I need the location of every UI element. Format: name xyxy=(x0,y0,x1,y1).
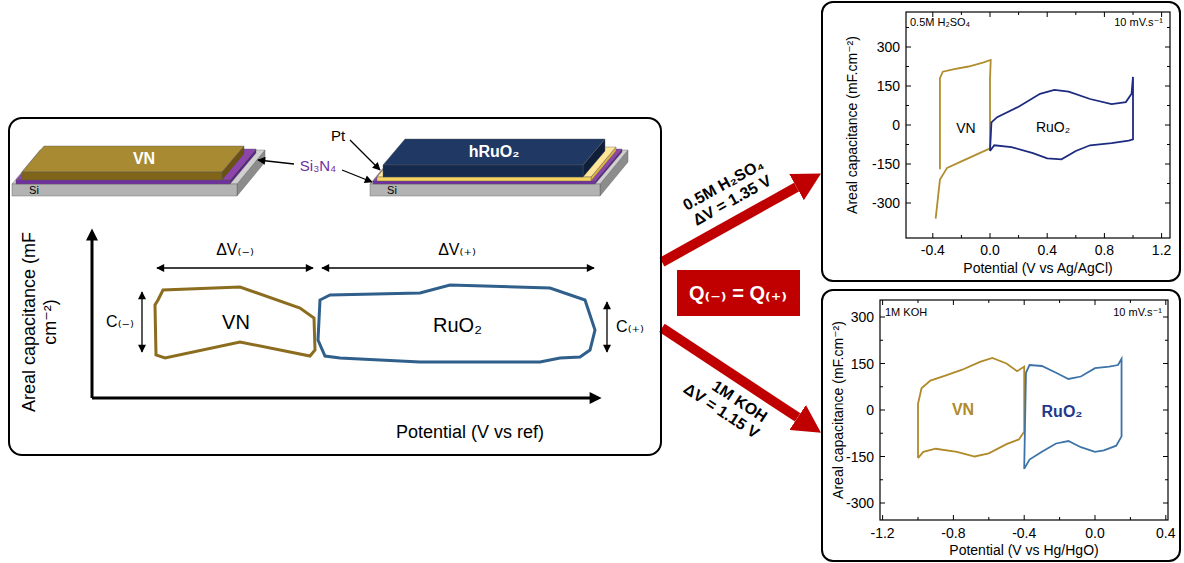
curve-label: VN xyxy=(952,401,974,419)
si-substrate xyxy=(12,184,237,196)
axis-title: Potential (V vs Ag/AgCl) xyxy=(963,260,1112,276)
axis-title: Areal capacitance (mF.cm⁻²) xyxy=(844,36,860,214)
si-substrate xyxy=(370,184,600,196)
tick-label: -1.2 xyxy=(871,525,895,541)
dimension-arrow xyxy=(322,267,594,268)
dimension-arrow xyxy=(141,292,142,352)
node-label: hRuO₂ xyxy=(469,143,520,161)
node-label: RuO₂ xyxy=(433,314,482,337)
dimension-label: C₍₋₎ xyxy=(106,313,134,331)
cv-shape xyxy=(155,287,315,358)
film-layer: VN xyxy=(104,148,184,170)
cv-curve xyxy=(1024,359,1121,469)
plot-frame xyxy=(906,12,1170,238)
layer-label: Si₃N₄ xyxy=(300,157,336,174)
dimension-label: C₍₊₎ xyxy=(616,318,644,336)
ruo2-film xyxy=(383,139,605,165)
tick-label: 300 xyxy=(851,309,874,325)
node-label: VN xyxy=(133,150,155,168)
scan-rate-label: 10 mV.s⁻¹ xyxy=(1113,306,1162,319)
tick-label: -150 xyxy=(872,156,900,172)
plot-panel: 0.5M H₂SO₄ 10 mV.s⁻¹ xyxy=(821,1,1181,282)
tick-label: 0 xyxy=(866,402,874,418)
cv-region: RuO₂ xyxy=(330,296,585,354)
tick-label: -0.4 xyxy=(921,242,945,258)
tick-label: 1.2 xyxy=(1152,242,1171,258)
tick-marks xyxy=(880,300,1168,520)
dimension-label: ΔV₍₊₎ xyxy=(438,241,476,259)
tick-label: -300 xyxy=(872,195,900,211)
electrolyte-label: 0.5M H₂SO₄ xyxy=(910,16,970,29)
balance-box: Q₍₋₎ = Q₍₊₎ xyxy=(677,270,800,316)
tick-label: 150 xyxy=(851,355,874,371)
edge-label: 1M KOH ΔV = 1.15 V xyxy=(674,361,778,447)
tick-label: 0.4 xyxy=(1156,525,1175,541)
plot-frame xyxy=(880,300,1168,520)
tick-label: -0.4 xyxy=(1012,525,1036,541)
vn-film xyxy=(22,172,222,180)
axis-title: Areal capacitance (mF.cm⁻²) xyxy=(830,321,846,499)
leader-line xyxy=(350,140,380,170)
curve-label: VN xyxy=(956,120,975,136)
scan-rate-label: 10 mV.s⁻¹ xyxy=(1114,16,1163,29)
tick-label: -150 xyxy=(846,448,874,464)
layer-label: Pt xyxy=(331,127,345,144)
tick-label: 0.0 xyxy=(1085,525,1104,541)
cv-shape xyxy=(318,285,595,362)
axis-title: Potential (V vs Hg/HgO) xyxy=(949,542,1098,558)
cv-region: VN xyxy=(160,292,312,352)
dimension-label: ΔV₍₋₎ xyxy=(216,241,254,259)
tick-label: -0.8 xyxy=(941,525,965,541)
cv-curve xyxy=(936,60,991,219)
tick-label: 300 xyxy=(877,39,900,55)
curve-label: RuO₂ xyxy=(1042,403,1083,421)
pt-layer xyxy=(377,177,591,181)
node-label: Q₍₋₎ = Q₍₊₎ xyxy=(689,282,787,305)
axis-title: Potential (V vs ref) xyxy=(396,422,544,443)
dimension-arrow xyxy=(157,267,313,268)
axis-title: Areal capacitance (mF cm⁻²) xyxy=(19,217,60,427)
ruo2-film xyxy=(383,165,583,177)
electrolyte-label: 1M KOH xyxy=(885,306,927,319)
leader-line xyxy=(258,160,294,164)
curve-label: RuO₂ xyxy=(1036,119,1070,135)
cv-curve xyxy=(990,77,1133,159)
si3n4-layer xyxy=(16,180,230,184)
si3n4-layer xyxy=(373,181,595,184)
tick-label: 0 xyxy=(892,117,900,133)
axis-arrow xyxy=(92,397,598,400)
plot-panel: 1M KOH 10 mV.s⁻¹ xyxy=(821,289,1181,562)
tick-label: 0.4 xyxy=(1037,242,1056,258)
layer-label: Si xyxy=(29,184,39,197)
layer-label: Si xyxy=(387,184,397,197)
vn-film xyxy=(22,146,244,172)
film-layer: hRuO₂ xyxy=(444,141,544,163)
leader-line xyxy=(342,170,372,182)
axis-arrow xyxy=(91,232,94,398)
tick-label: 150 xyxy=(877,78,900,94)
tick-label: -300 xyxy=(846,495,874,511)
edge-label: 0.5M H₂SO₄ ΔV = 1.35 V xyxy=(675,153,780,234)
node-label: VN xyxy=(222,311,250,334)
tick-label: 0.0 xyxy=(980,242,999,258)
tick-marks xyxy=(906,12,1170,238)
tick-label: 0.8 xyxy=(1095,242,1114,258)
cv-curve xyxy=(918,358,1024,458)
dimension-arrow xyxy=(606,302,607,352)
